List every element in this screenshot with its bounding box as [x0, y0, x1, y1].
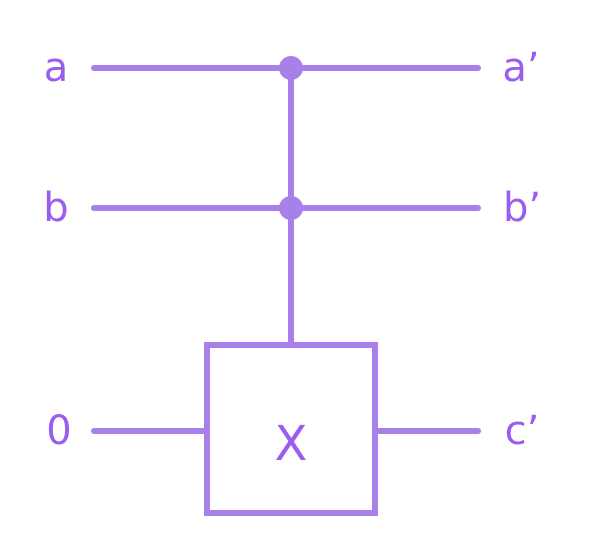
x-gate-box — [204, 342, 378, 516]
output-label-c-prime: c’ — [505, 408, 540, 454]
input-label-b: b — [43, 185, 68, 231]
output-label-b-prime: b’ — [503, 185, 541, 231]
x-gate-label: X — [275, 416, 308, 472]
output-label-a-prime: a’ — [502, 45, 539, 91]
input-label-zero: 0 — [46, 408, 71, 454]
control-dot-b — [279, 196, 303, 220]
input-label-a: a — [44, 45, 69, 91]
control-dot-a — [279, 56, 303, 80]
